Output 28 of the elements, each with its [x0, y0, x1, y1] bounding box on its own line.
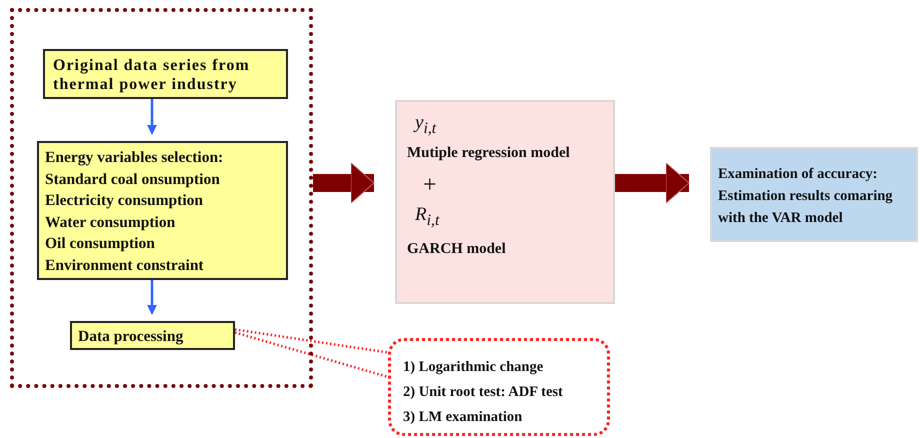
node-text: Mutiple regression model	[407, 144, 571, 162]
node-text: Environment constraint	[45, 256, 205, 276]
group-frame	[10, 8, 313, 388]
node-text: 2) Unit root test: ADF test	[403, 383, 564, 402]
result-box	[710, 147, 918, 242]
node-text: Data processing	[78, 327, 184, 346]
node-text: Energy variables selection:	[45, 148, 224, 168]
node-text: Oil consumption	[45, 234, 156, 254]
node-text: Original data series from thermal power industry	[53, 56, 251, 94]
node-text: 1) Logarithmic change	[403, 358, 544, 377]
process-box	[43, 49, 288, 99]
model-box	[395, 100, 615, 304]
block-arrow	[615, 162, 690, 204]
node-text: 3) LM examination	[403, 408, 524, 427]
arrow	[147, 99, 157, 135]
node-text: Estimation results comaring with the VAR model	[718, 187, 894, 228]
node-text: Standard coal onsumption	[45, 170, 221, 190]
math-symbol: R$_{i,t}$	[415, 206, 440, 230]
node-text: Examination of accuracy:	[718, 165, 878, 184]
node-text: Water consumption	[45, 212, 176, 232]
arrow	[147, 280, 157, 315]
node-text: GARCH model	[407, 240, 507, 258]
math-symbol: y$_{i,t}$	[415, 114, 436, 138]
plus-sign: +	[423, 176, 438, 194]
process-box	[70, 321, 235, 350]
node-text: Electricity consumption	[45, 191, 204, 211]
block-arrow	[313, 162, 374, 204]
process-box	[37, 141, 288, 280]
